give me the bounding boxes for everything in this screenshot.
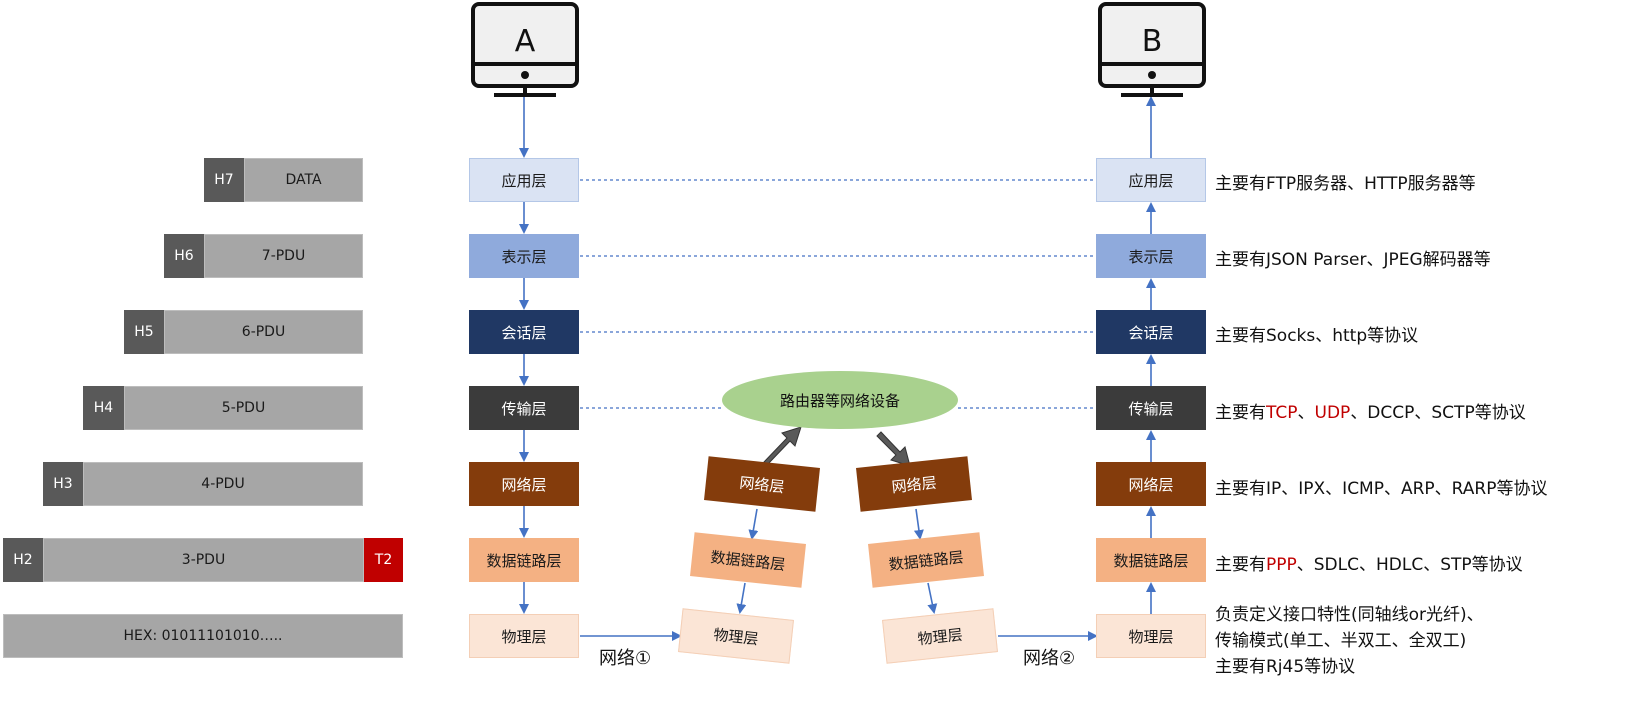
network-2-label: 网络②	[1023, 648, 1076, 669]
datalink-desc-rest: 、SDLC、HDLC、STP等协议	[1296, 555, 1523, 575]
host-b-datalink-layer: 数据链路层	[1096, 538, 1206, 582]
computer-b-label: B	[1141, 24, 1163, 59]
pdu-header-h5: H5	[124, 310, 164, 354]
computer-b-icon	[1098, 2, 1206, 97]
pdu-header-h7: H7	[204, 158, 244, 202]
pdu-header-h3: H3	[43, 462, 83, 506]
datalink-description: 主要有PPP、SDLC、HDLC、STP等协议	[1215, 550, 1523, 575]
transport-desc-prefix: 主要有	[1215, 403, 1266, 423]
transport-description: 主要有TCP、UDP、DCCP、SCTP等协议	[1215, 398, 1526, 423]
pdu-body-data: DATA	[244, 158, 363, 202]
pdu-trailer-t2: T2	[364, 538, 403, 582]
pdu-header-h2: H2	[3, 538, 43, 582]
pdu-header-h6: H6	[164, 234, 204, 278]
physical-description-line3: 主要有Rj45等协议	[1215, 657, 1356, 677]
computer-a-label: A	[514, 24, 536, 59]
pdu-body-7: 7-PDU	[204, 234, 363, 278]
network-1-label: 网络①	[599, 648, 652, 669]
pdu-body-5: 5-PDU	[124, 386, 363, 430]
ppp-highlight: PPP	[1266, 555, 1297, 575]
pdu-body-3: 3-PDU	[43, 538, 364, 582]
host-b-transport-layer: 传输层	[1096, 386, 1206, 430]
host-a-physical-layer: 物理层	[469, 614, 579, 658]
router-stack-arrows	[580, 508, 1098, 641]
network-description: 主要有IP、IPX、ICMP、ARP、RARP等协议	[1215, 479, 1548, 499]
peer-dotted-lines	[580, 179, 1097, 409]
host-b-network-layer: 网络层	[1096, 462, 1206, 506]
application-description: 主要有FTP服务器、HTTP服务器等	[1215, 174, 1476, 194]
host-b-session-layer: 会话层	[1096, 310, 1206, 354]
physical-description-line1: 负责定义接口特性(同轴线or光纤)、	[1215, 605, 1484, 625]
host-b-application-layer: 应用层	[1096, 158, 1206, 202]
host-a-datalink-layer: 数据链路层	[469, 538, 579, 582]
udp-highlight: UDP	[1314, 403, 1351, 423]
transport-desc-sep: 、	[1297, 403, 1315, 423]
transport-desc-rest: 、DCCP、SCTP等协议	[1350, 403, 1526, 423]
presentation-description: 主要有JSON Parser、JPEG解码器等	[1215, 250, 1491, 270]
host-a-network-layer: 网络层	[469, 462, 579, 506]
tcp-highlight: TCP	[1266, 403, 1298, 423]
host-a-application-layer: 应用层	[469, 158, 579, 202]
physical-description-line2: 传输模式(单工、半双工、全双工)	[1215, 631, 1467, 651]
computer-a-icon	[471, 2, 579, 97]
session-description: 主要有Socks、http等协议	[1215, 326, 1419, 346]
pdu-hex-bits: HEX: 01011101010…..	[3, 614, 403, 658]
host-a-transport-layer: 传输层	[469, 386, 579, 430]
host-a-session-layer: 会话层	[469, 310, 579, 354]
router-device: 路由器等网络设备	[722, 371, 958, 429]
pdu-body-4: 4-PDU	[83, 462, 363, 506]
host-b-presentation-layer: 表示层	[1096, 234, 1206, 278]
datalink-desc-prefix: 主要有	[1215, 555, 1266, 575]
pdu-header-h4: H4	[83, 386, 124, 430]
host-a-presentation-layer: 表示层	[469, 234, 579, 278]
pdu-body-6: 6-PDU	[164, 310, 363, 354]
router-thick-arrows	[763, 426, 911, 467]
host-b-physical-layer: 物理层	[1096, 614, 1206, 658]
